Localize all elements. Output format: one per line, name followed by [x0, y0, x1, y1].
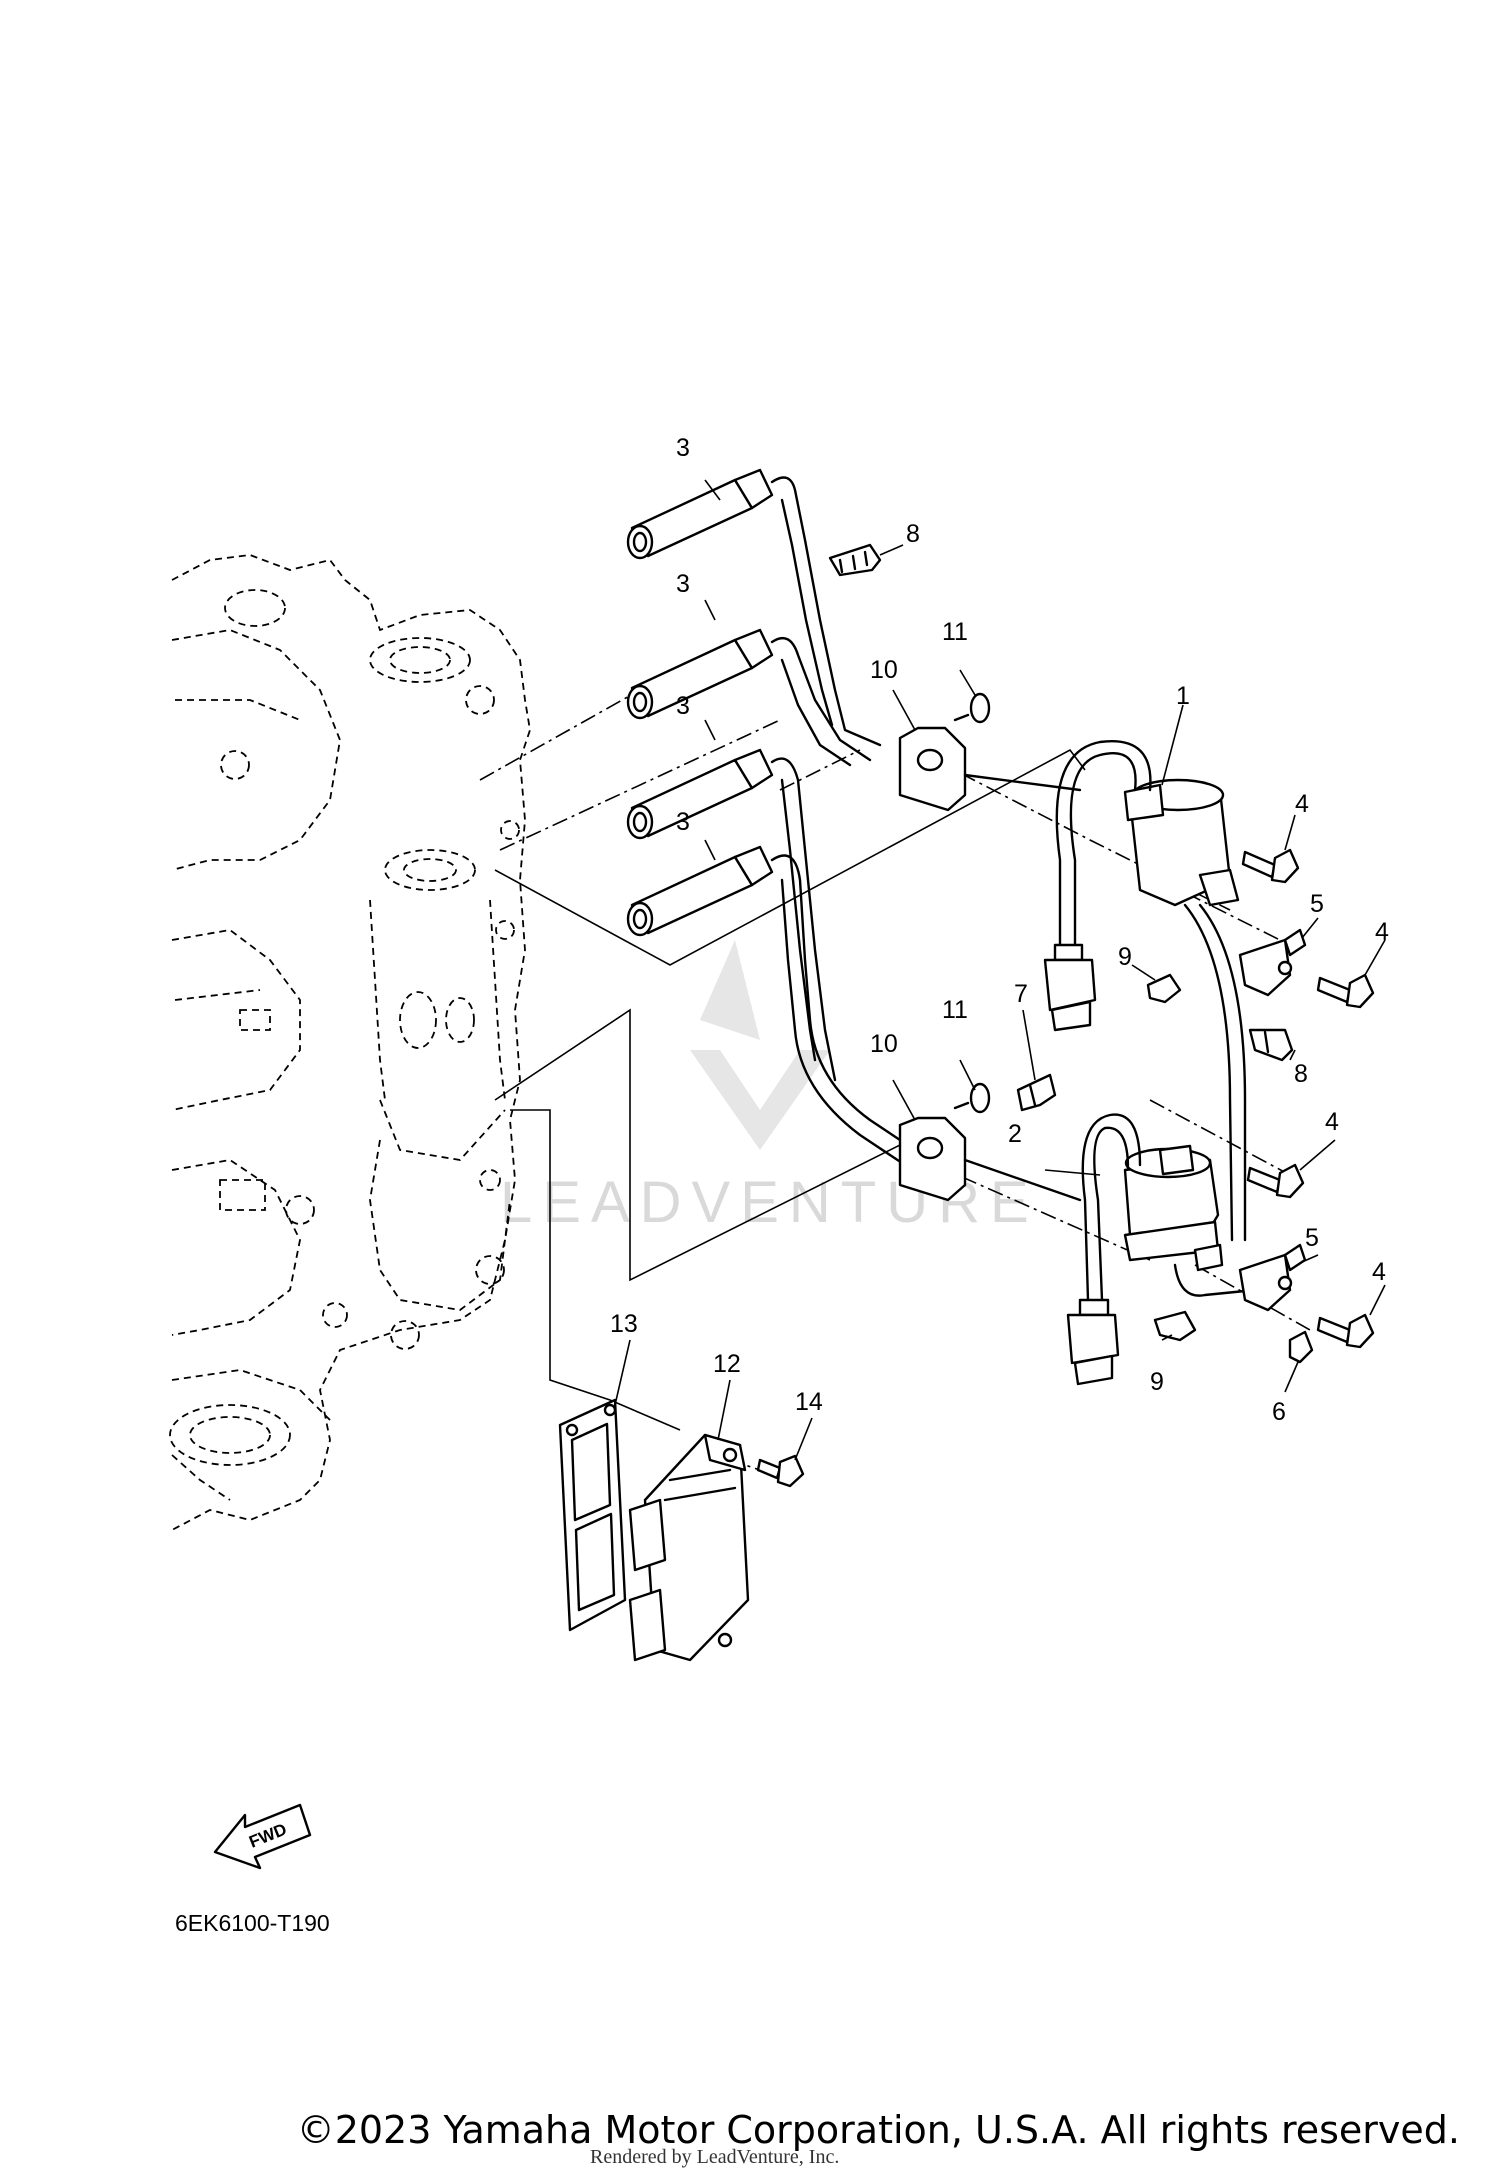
callout-11-a: 11 [942, 618, 968, 646]
ignition-coil-1 [1043, 740, 1247, 1242]
plug-cap-2 [626, 628, 872, 767]
screw-11-bottom [953, 1082, 991, 1114]
bolt-4-b [1316, 973, 1375, 1009]
callout-10-a: 10 [870, 656, 898, 684]
callout-4-d: 4 [1372, 1258, 1386, 1286]
callout-3-c: 3 [676, 692, 690, 720]
callout-5-b: 5 [1305, 1224, 1319, 1252]
callout-13: 13 [610, 1310, 638, 1338]
bolt-4-c [1246, 1163, 1305, 1199]
plug-cap-1 [626, 468, 882, 747]
callout-4-a: 4 [1295, 790, 1309, 818]
ignition-coil-2 [1066, 1113, 1257, 1386]
callouts: 3 3 3 3 8 11 10 1 4 5 4 9 7 11 10 8 2 4 … [610, 434, 1389, 1426]
clip-8-top [828, 543, 882, 577]
bracket-5-top [1238, 928, 1307, 997]
screw-14 [756, 1454, 805, 1488]
plug-cap-group [626, 468, 932, 1177]
bolt-4-d [1316, 1313, 1375, 1349]
callout-1: 1 [1176, 682, 1190, 710]
callout-6: 6 [1272, 1398, 1286, 1426]
callout-7: 7 [1014, 980, 1028, 1008]
lead-holder-bottom [898, 1116, 1082, 1202]
lead-holder-top [898, 726, 1082, 812]
clip-9-bottom [1153, 1310, 1197, 1342]
callout-2: 2 [1008, 1120, 1022, 1148]
diagram-code: 6EK6100-T190 [175, 1910, 330, 1936]
clip-7 [1016, 1073, 1057, 1112]
callout-9-a: 9 [1118, 943, 1132, 971]
callout-5-a: 5 [1310, 890, 1324, 918]
clip-8-mid [1248, 1028, 1294, 1062]
callout-14: 14 [795, 1388, 823, 1416]
callout-8-b: 8 [1294, 1060, 1308, 1088]
copyright-notice: ©2023 Yamaha Motor Corporation, U.S.A. A… [296, 2108, 1460, 2152]
assembly-lines [479, 689, 1311, 1471]
callout-9-b: 9 [1150, 1368, 1164, 1396]
callout-8-a: 8 [906, 520, 920, 548]
clip-9-top [1146, 973, 1182, 1004]
gasket-13 [558, 1398, 627, 1632]
callout-3-d: 3 [676, 808, 690, 836]
bracket-5-bottom [1238, 1243, 1307, 1312]
plug-cap-4 [626, 845, 932, 1177]
cdi-unit-12 [628, 1433, 750, 1662]
callout-4-c: 4 [1325, 1108, 1339, 1136]
nut-6 [1288, 1330, 1314, 1364]
engine-block [169, 554, 531, 1531]
callout-3-a: 3 [676, 434, 690, 462]
callout-11-b: 11 [942, 996, 968, 1024]
callout-12: 12 [713, 1350, 741, 1378]
fwd-arrow: FWD [213, 1803, 312, 1870]
rendered-by-credit: Rendered by LeadVenture, Inc. [590, 2146, 840, 2168]
callout-10-b: 10 [870, 1030, 898, 1058]
leader-lines [614, 479, 1386, 1461]
bolt-4-a [1241, 848, 1300, 884]
callout-3-b: 3 [676, 570, 690, 598]
screw-11-top [953, 692, 991, 724]
plug-cap-3 [626, 748, 837, 1082]
callout-4-b: 4 [1375, 918, 1389, 946]
